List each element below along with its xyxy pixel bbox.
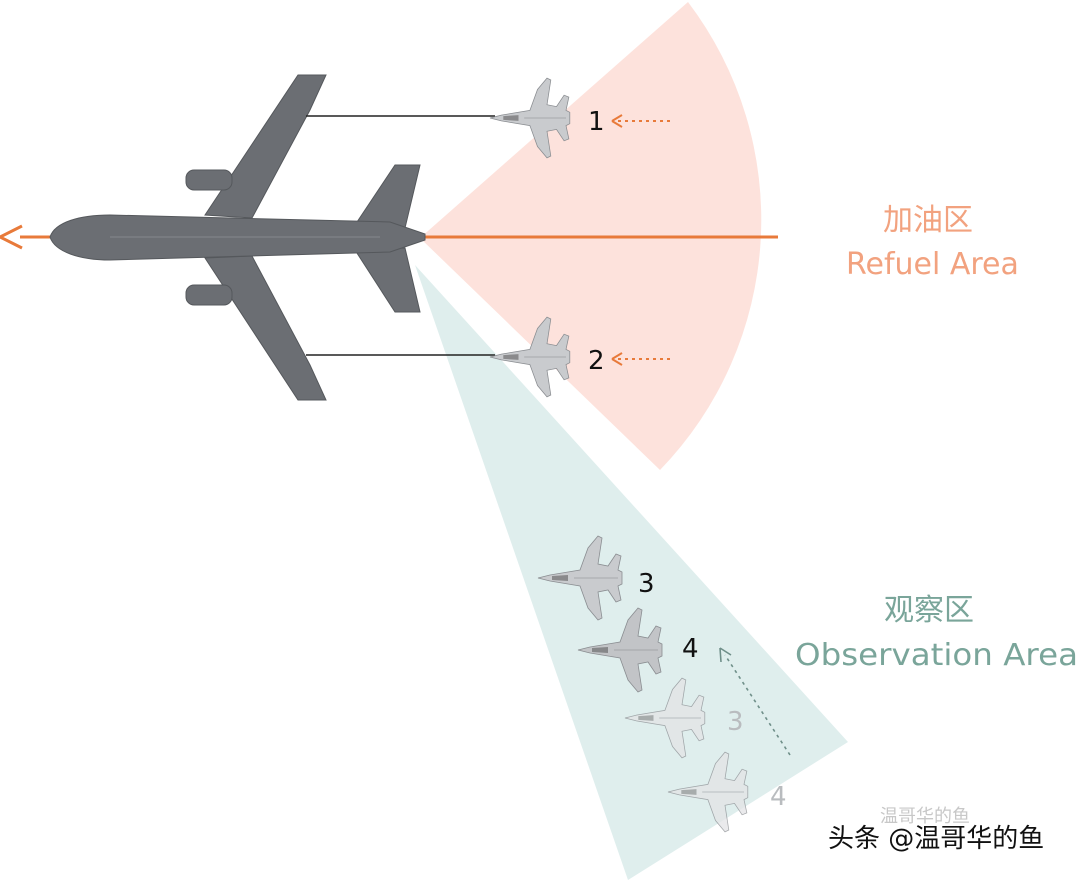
aircraft-number-1: 1	[588, 107, 605, 137]
advance-arrow	[724, 654, 791, 756]
aircraft-number-4: 4	[682, 634, 699, 664]
arrow-left-icon	[611, 352, 623, 366]
arrow-left-icon	[611, 114, 623, 128]
tanker-aircraft-icon	[49, 74, 426, 401]
arrow-left-icon	[0, 224, 23, 250]
arrow-up-icon	[719, 647, 732, 663]
watermark: 头条 @温哥华的鱼	[828, 824, 1045, 854]
aircraft-number-4-faded: 4	[770, 782, 787, 812]
aircraft-number-3: 3	[638, 569, 655, 599]
aircraft-number-3-faded: 3	[727, 707, 744, 737]
observation-zone-label-en: Observation Area	[795, 638, 1078, 673]
aircraft-number-2: 2	[588, 346, 605, 376]
watermark-faint: 温哥华的鱼	[880, 806, 970, 827]
observation-zone-label-zh: 观察区	[884, 593, 974, 628]
refuel-zone-label-zh: 加油区	[883, 203, 973, 238]
observation-zone-wedge	[415, 265, 848, 880]
refuel-zone-label-en: Refuel Area	[846, 247, 1019, 282]
